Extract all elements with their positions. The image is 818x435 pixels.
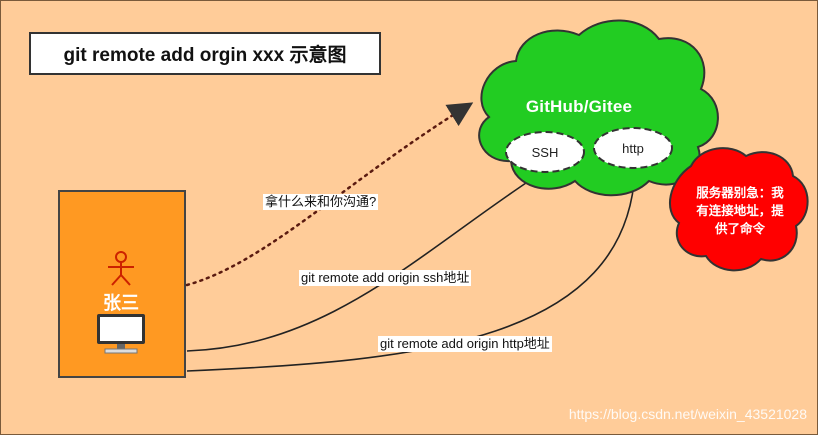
ssh-arrow <box>186 171 544 352</box>
question-arrow <box>185 102 474 287</box>
server-note-line: 有连接地址，提 <box>696 204 784 218</box>
http-command-label: git remote add origin http地址 <box>378 336 552 352</box>
question-label: 拿什么来和你沟通? <box>263 194 379 210</box>
http-arrow <box>186 167 643 372</box>
server-note-line: 供了命令 <box>714 222 765 236</box>
diagram-title: git remote add orgin xxx 示意图 <box>29 32 381 75</box>
ssh-command-label: git remote add origin ssh地址 <box>299 270 472 286</box>
watermark: https://blog.csdn.net/weixin_43521028 <box>568 406 807 422</box>
person-name: 张三 <box>103 293 139 313</box>
server-cloud <box>669 147 809 272</box>
http-label: http <box>622 141 644 156</box>
ssh-pill <box>505 131 585 173</box>
server-note: 服务器别急：我 有连接地址，提 供了命令 <box>679 184 801 238</box>
person-icon <box>108 251 134 286</box>
ssh-label: SSH <box>531 145 559 160</box>
computer-icon <box>97 314 145 354</box>
server-note-line: 服务器别急：我 <box>696 186 784 200</box>
http-pill <box>593 127 673 169</box>
cloud-title: GitHub/Gitee <box>525 97 633 116</box>
